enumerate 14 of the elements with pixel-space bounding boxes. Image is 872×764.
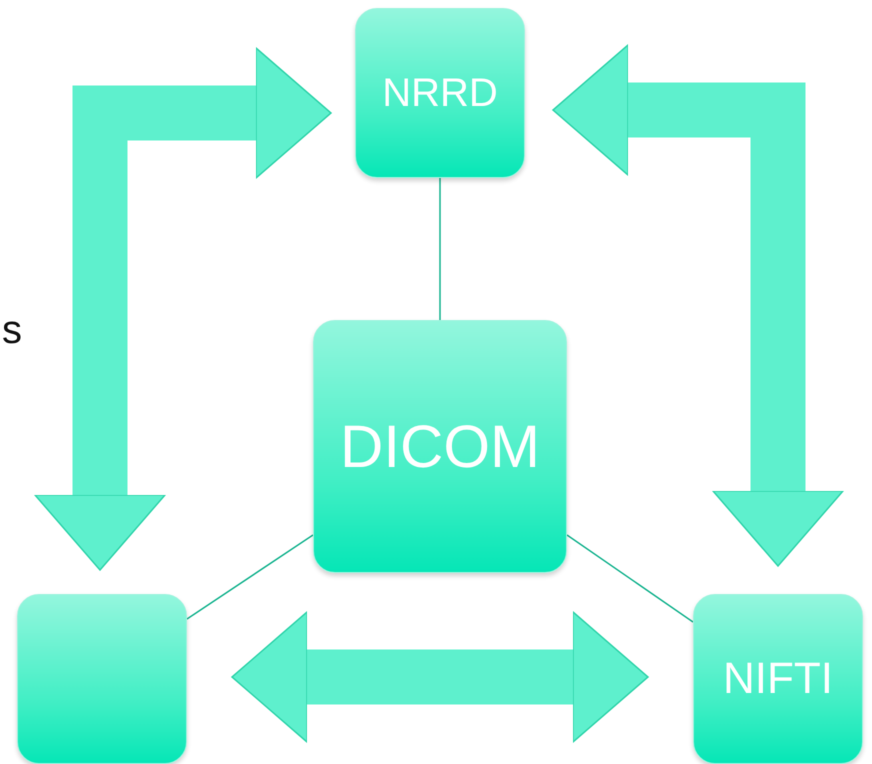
block-arrow bbox=[34, 47, 332, 571]
box-label: NRRD bbox=[382, 70, 498, 116]
format-box bbox=[313, 320, 567, 573]
connector-line bbox=[439, 178, 441, 320]
format-box bbox=[693, 594, 863, 764]
box-label: DICOM bbox=[340, 412, 540, 481]
block-arrow bbox=[552, 44, 844, 567]
connector-line bbox=[566, 534, 694, 623]
format-box bbox=[355, 8, 525, 178]
block-arrow bbox=[231, 611, 649, 743]
box-label: NIFTI bbox=[723, 654, 833, 704]
cropped-text: s bbox=[2, 308, 22, 353]
empty-box bbox=[17, 594, 187, 764]
connector-line bbox=[186, 534, 314, 620]
